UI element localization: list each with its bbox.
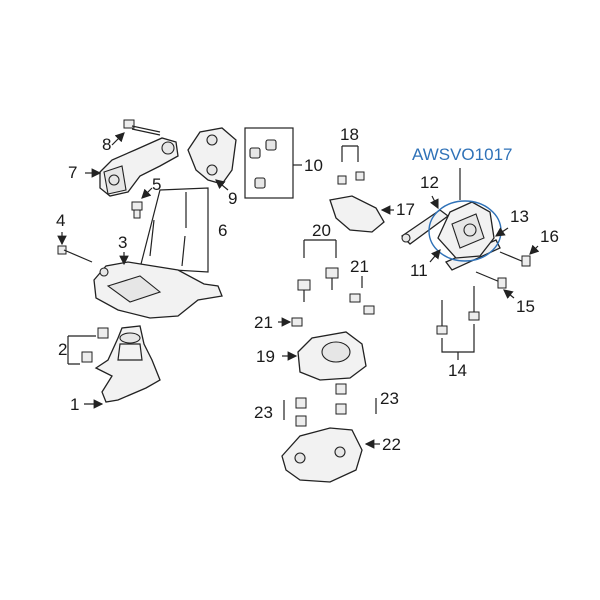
part-5-bolt (131, 201, 143, 219)
part-8-bolt (123, 119, 161, 136)
part-14-bolts (436, 286, 480, 360)
label-12: 12 (420, 173, 439, 192)
label-11: 11 (410, 261, 428, 280)
label-15: 15 (516, 297, 535, 316)
part-1-engine-mount (94, 325, 161, 403)
part-16-bolt (499, 251, 531, 267)
label-16: 16 (540, 227, 559, 246)
label-23-right: 23 (380, 389, 399, 408)
label-5: 5 (152, 175, 161, 194)
label-6: 6 (218, 221, 227, 240)
part-4-long-bolt (57, 245, 93, 263)
label-8: 8 (102, 135, 111, 154)
label-21-lower: 21 (254, 313, 273, 332)
label-19: 19 (256, 347, 275, 366)
label-23-left: 23 (254, 403, 273, 422)
part-9-bracket (187, 127, 237, 185)
part-17-bracket (329, 195, 385, 233)
part-21-nut-upper (349, 276, 375, 315)
part-20-bolts (297, 239, 339, 302)
part-22-bracket (281, 427, 363, 483)
part-21-nut-lower (291, 317, 303, 327)
label-21-upper: 21 (350, 257, 369, 276)
label-18: 18 (340, 125, 359, 144)
part-19-mount (297, 331, 367, 381)
label-2: 2 (58, 340, 67, 359)
part-10-bushing-set (244, 127, 294, 199)
label-7: 7 (68, 163, 77, 182)
part-18-bolts (337, 145, 365, 185)
label-10: 10 (304, 156, 323, 175)
part-11-transmission-mount (428, 200, 502, 262)
label-20: 20 (312, 221, 331, 240)
part-6-bolt-set (139, 187, 209, 273)
callout-label: AWSVO1017 (412, 145, 512, 164)
label-9: 9 (228, 189, 237, 208)
label-17: 17 (396, 200, 415, 219)
part-23-bolts (283, 383, 377, 427)
label-3: 3 (118, 233, 127, 252)
label-22: 22 (382, 435, 401, 454)
label-13: 13 (510, 207, 529, 226)
label-1: 1 (70, 395, 79, 414)
part-3-mount-bracket (93, 261, 223, 319)
part-15-bolt (475, 271, 507, 289)
label-14: 14 (448, 361, 467, 380)
part-7-torque-strut (99, 137, 179, 197)
label-4: 4 (56, 211, 65, 230)
part-2-bolts (67, 327, 109, 365)
